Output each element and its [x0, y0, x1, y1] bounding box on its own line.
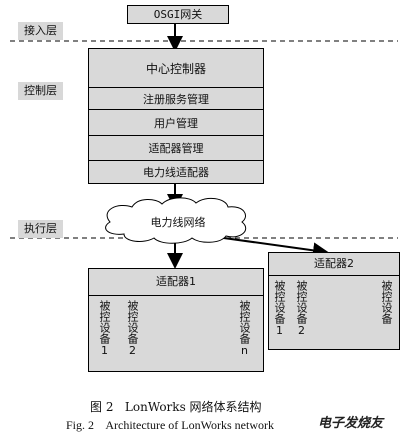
adapter2-box: 适配器2 — [268, 252, 400, 350]
control-layer-label: 控制层 — [18, 82, 63, 100]
osgi-gateway-label: OSGI网关 — [153, 8, 203, 21]
powerline-network-label: 电力线网络 — [150, 216, 206, 229]
controller-stack: 中心控制器 注册服务管理 用户管理 适配器管理 电力线适配器 — [88, 48, 264, 184]
watermark-logo: 电子发烧友 — [318, 416, 384, 431]
caption-english: Fig. 2 Architecture of LonWorks network — [66, 418, 274, 432]
adapter1-box: 适配器1 — [88, 268, 264, 372]
central-controller-row: 中心控制器 — [89, 49, 263, 88]
user-management-row: 用户管理 — [89, 110, 263, 136]
osgi-gateway-box: OSGI网关 — [127, 5, 229, 24]
adapter1-device-1: 被控设备1 — [98, 300, 111, 357]
adapter2-device-2: 被控设备2 — [295, 280, 308, 337]
access-layer-label: 接入层 — [18, 22, 63, 40]
adapter1-title: 适配器1 — [89, 269, 263, 296]
adapter1-device-n: 被控设备n — [238, 300, 251, 357]
registration-service-row: 注册服务管理 — [89, 88, 263, 110]
execution-layer-label: 执行层 — [18, 220, 63, 238]
adapter2-device-3: 被控设备 — [380, 280, 393, 324]
powerline-adapter-row: 电力线适配器 — [143, 166, 209, 179]
powerline-network-cloud — [105, 197, 247, 244]
caption-chinese: 图 2 LonWorks 网络体系结构 — [90, 400, 262, 414]
adapter2-device-1: 被控设备1 — [273, 280, 286, 337]
adapter1-device-2: 被控设备2 — [126, 300, 139, 357]
adapter-management-row: 适配器管理 — [89, 136, 263, 161]
adapter2-title: 适配器2 — [269, 253, 399, 276]
